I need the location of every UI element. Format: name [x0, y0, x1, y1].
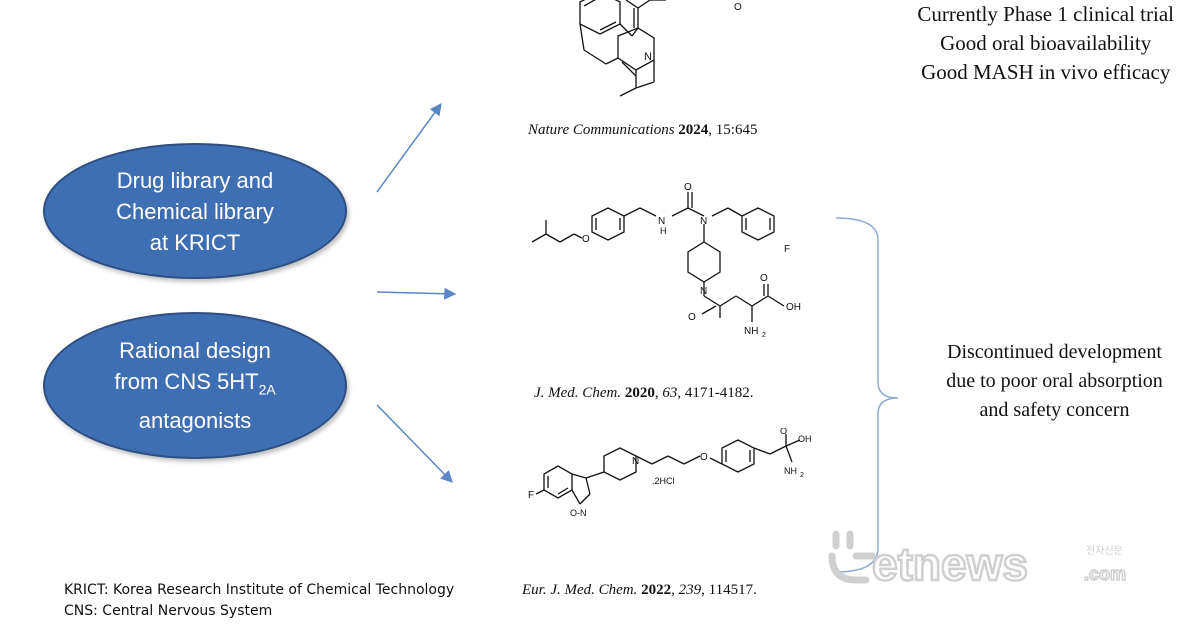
svg-text:N: N [644, 51, 652, 63]
compound-3-structure: F N O O-N .2HCl O OH NH 2 [528, 428, 812, 518]
etnews-watermark: etnews .com 전자신문 [826, 526, 1146, 601]
ref2-journal: J. Med. Chem. [534, 385, 622, 401]
c2-atom-oh: OH [786, 302, 801, 313]
watermark-brand: etnews [872, 538, 1028, 590]
reference-compound-3: Eur. J. Med. Chem. 2022, 239, 114517. [522, 582, 757, 598]
reference-compound-2: J. Med. Chem. 2020, 63, 4171-4182. [534, 385, 754, 401]
outcome-line-2: due to poor oral absorption [946, 370, 1163, 392]
ref2-pages: , 4171-4182. [677, 385, 754, 401]
watermark-suffix: .com [1084, 564, 1126, 584]
c2-atom-f: F [784, 244, 790, 255]
top-note-line-3: Good MASH in vivo efficacy [921, 60, 1171, 84]
c3-ring-o-n: O-N [570, 508, 587, 518]
source-drug-library-line1: Drug library and [116, 167, 274, 193]
arrow-to-compound-3 [376, 404, 453, 483]
c3-atom-n: N [632, 456, 639, 467]
outcome-bracket [835, 217, 899, 573]
c2-atom-o2: O [684, 182, 692, 193]
ref2-year: 2020 [624, 385, 655, 401]
top-compound-notes: Currently Phase 1 clinical trial Good or… [917, 0, 1174, 87]
watermark-korean: 전자신문 [1086, 545, 1123, 557]
reference-top-compound: Nature Communications 2024, 15:645 [528, 122, 757, 139]
ref3-pages: , 114517. [701, 582, 757, 598]
ref3-year: 2022 [641, 582, 672, 598]
c2-atom-o4: O [760, 273, 768, 284]
svg-text:O: O [734, 2, 742, 13]
c2-atom-o3: O [688, 312, 696, 323]
c3-salt: .2HCl [652, 476, 675, 486]
compound-2-structure: O N H N O F N O O OH NH 2 [531, 182, 801, 339]
c3-atom-f: F [528, 490, 534, 501]
top-note-line-1: Currently Phase 1 clinical trial [917, 2, 1174, 26]
c3-atom-oh: OH [798, 434, 812, 444]
ref3-volume: 239 [678, 582, 702, 598]
c3-atom-nh2-sub: 2 [800, 472, 804, 479]
c2-atom-nh2-sub: 2 [762, 332, 766, 339]
footnote-cns: CNS: Central Nervous System [64, 603, 273, 619]
footnote-krict: KRICT: Korea Research Institute of Chemi… [64, 582, 455, 598]
source-rational-design-line1: Rational design [119, 337, 271, 363]
top-note-line-2: Good oral bioavailability [940, 31, 1152, 55]
ref1-journal: Nature Communications [528, 122, 675, 138]
ref2-volume: 63 [662, 385, 678, 401]
source-rational-design-subscript: 2A [258, 381, 276, 398]
c3-atom-nh2: NH [784, 466, 797, 476]
c3-atom-o-top: O [780, 428, 787, 436]
source-rational-design-line3: antagonists [138, 408, 252, 434]
c2-atom-o1: O [582, 234, 590, 245]
source-rational-design-line2-text: from CNS 5HT [114, 368, 259, 394]
ref3-journal: Eur. J. Med. Chem. [522, 582, 638, 598]
source-drug-library: Drug library and Chemical library at KRI… [43, 143, 347, 279]
etnews-logo-icon: etnews .com 전자신문 [828, 530, 1127, 591]
source-drug-library-line2: Chemical library [116, 198, 274, 224]
ref1-year: 2024 [678, 122, 709, 138]
outcome-text: Discontinued development due to poor ora… [912, 338, 1197, 425]
arrow-to-compound-2 [376, 287, 457, 300]
source-drug-library-line3: at KRICT [149, 229, 241, 255]
arrow-to-top-compound [376, 103, 442, 193]
c2-atom-nh2: NH [744, 326, 758, 337]
source-rational-design: Rational design from CNS 5HT2A antagonis… [43, 312, 347, 459]
c2-atom-n2: N [700, 286, 707, 297]
outcome-line-3: and safety concern [979, 399, 1130, 421]
c3-atom-o: O [700, 452, 708, 463]
source-rational-design-line2: from CNS 5HT2A [114, 366, 275, 405]
c2-atom-h: H [660, 226, 667, 236]
outcome-line-1: Discontinued development [947, 341, 1162, 363]
top-compound-structure: N O [579, 0, 742, 97]
ref1-rest: , 15:645 [708, 122, 758, 138]
c2-atom-nh: N [658, 216, 665, 227]
c2-atom-n1: N [700, 216, 707, 227]
